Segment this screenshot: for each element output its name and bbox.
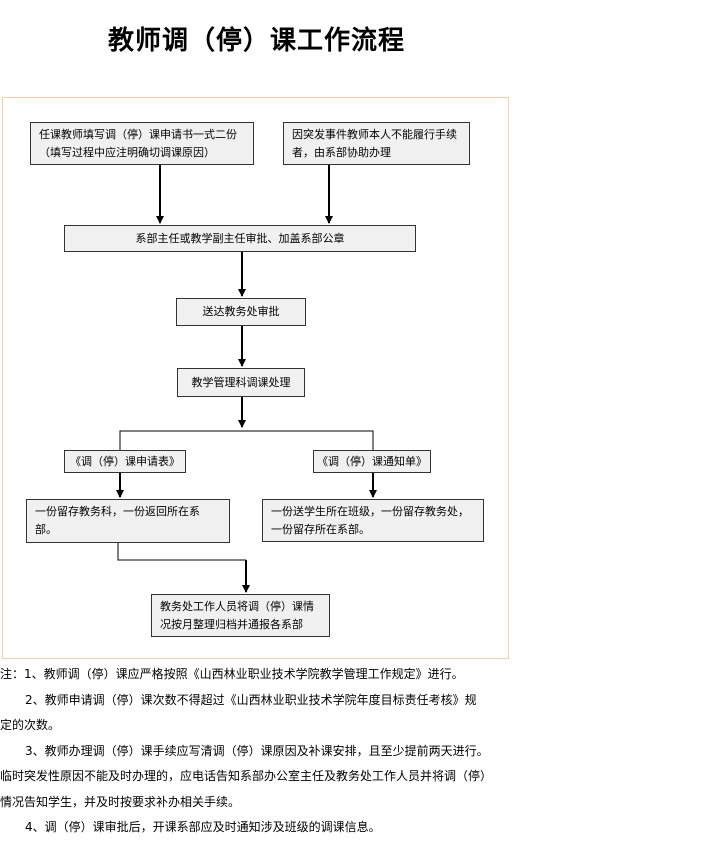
flow-box-notice-form: 《调（停）课通知单》	[313, 450, 431, 473]
note-4: 4、调（停）课审批后，开课系部应及时通知涉及班级的调课信息。	[25, 820, 381, 834]
flow-box-archive: 教务处工作人员将调（停）课情况按月整理归档并通报各系部	[151, 594, 330, 637]
notes-section: 注：1、教师调（停）课应严格按照《山西林业职业技术学院教学管理工作规定》进行。 …	[0, 662, 720, 841]
flow-box-emergency: 因突发事件教师本人不能履行手续者，由系部协助办理	[283, 122, 470, 165]
note-2-line1: 2、教师申请调（停）课次数不得超过《山西林业职业技术学院年度目标责任考核》规	[25, 692, 477, 707]
note-2-line2: 定的次数。	[0, 718, 61, 732]
branch-split-line	[119, 430, 374, 450]
flow-box-teaching-management: 教学管理科调课处理	[177, 368, 305, 397]
note-1: 注：1、教师调（停）课应严格按照《山西林业职业技术学院教学管理工作规定》进行。	[0, 667, 464, 681]
flow-box-teacher-apply: 任课教师填写调（停）课申请书一式二份（填写过程中应注明确切调课原因）	[30, 122, 254, 165]
flow-box-department-approval: 系部主任或教学副主任审批、加盖系部公章	[64, 225, 416, 252]
flowchart-frame	[2, 97, 509, 659]
flow-box-application-form: 《调（停）课申请表》	[64, 450, 186, 473]
flow-box-academic-office: 送达教务处审批	[176, 298, 306, 326]
flow-box-copy-academic: 一份留存教务科，一份返回所在系部。	[26, 499, 230, 543]
note-3-line1: 3、教师办理调（停）课手续应写清调（停）课原因及补课安排，且至少提前两天进行。	[25, 743, 489, 758]
merge-line	[117, 542, 246, 561]
note-3-line2: 临时突发性原因不能及时办理的，应电话告知系部办公室主任及教务处工作人员并将调（停…	[0, 769, 493, 783]
flow-box-copy-class: 一份送学生所在班级，一份留存教务处，一份留存所在系部。	[262, 499, 484, 542]
page-title: 教师调（停）课工作流程	[108, 26, 406, 56]
note-3-line3: 情况告知学生，并及时按要求补办相关手续。	[0, 794, 241, 809]
